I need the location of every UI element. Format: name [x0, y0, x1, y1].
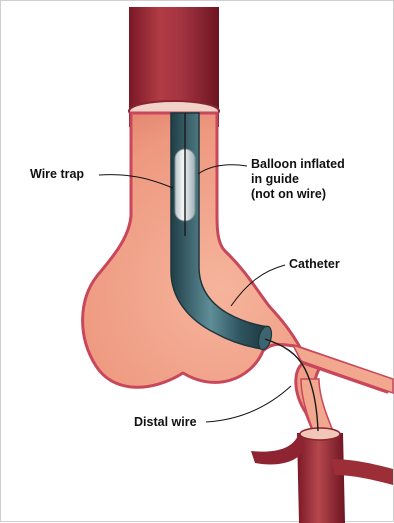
- distal-wire-label: Distal wire: [134, 415, 197, 430]
- catheter-label: Catheter: [289, 257, 340, 272]
- parent-vessel: [129, 7, 219, 127]
- balloon-label: Balloon inflated in guide (not on wire): [251, 157, 345, 202]
- wire-trap-label: Wire trap: [30, 167, 84, 182]
